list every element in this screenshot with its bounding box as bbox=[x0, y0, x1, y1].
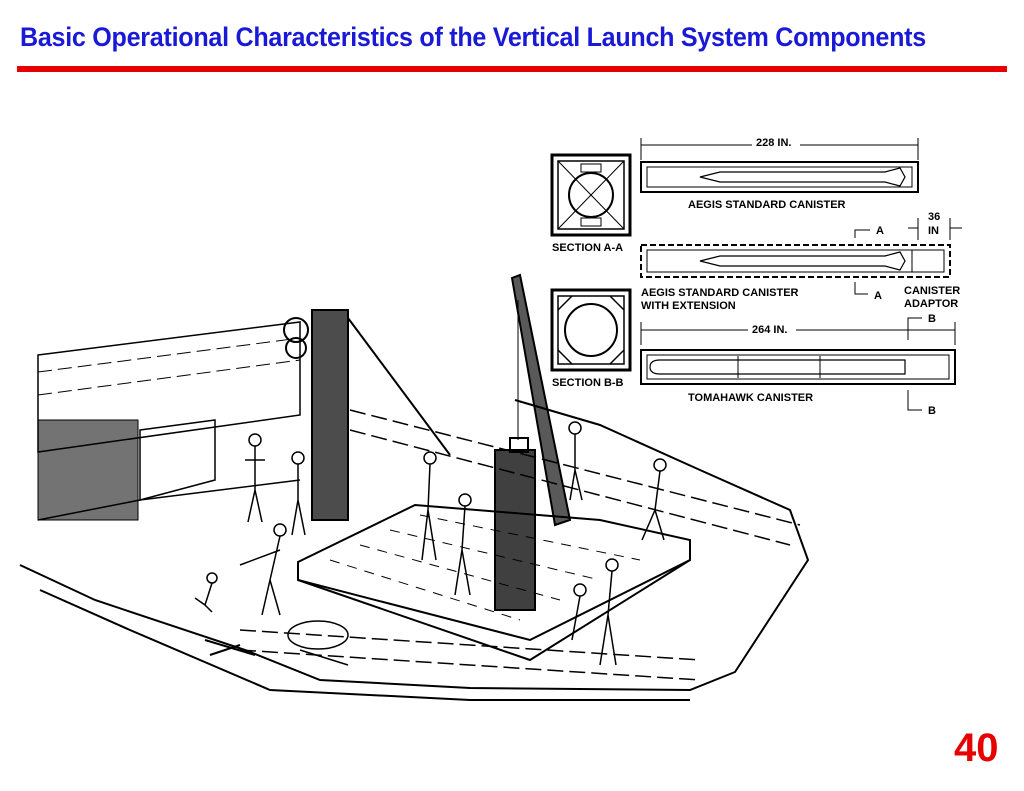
slide-title: Basic Operational Characteristics of the… bbox=[20, 22, 926, 52]
adaptor-label-2: ADAPTOR bbox=[904, 298, 958, 310]
marker-a-bottom: A bbox=[874, 290, 882, 302]
dim-in-label: IN bbox=[928, 225, 939, 237]
section-bb-diagram bbox=[550, 288, 632, 372]
marker-b-bottom: B bbox=[928, 405, 936, 417]
section-aa-label: SECTION A-A bbox=[552, 242, 623, 254]
dim-36-label: 36 bbox=[928, 211, 940, 223]
dim-264-label: 264 IN. bbox=[752, 324, 787, 336]
tomahawk-canister bbox=[640, 349, 956, 385]
aegis-standard-label: AEGIS STANDARD CANISTER bbox=[688, 199, 846, 211]
aegis-standard-canister bbox=[640, 161, 919, 193]
page-number: 40 bbox=[954, 726, 999, 770]
aegis-ext-label-2: WITH EXTENSION bbox=[641, 300, 736, 312]
aegis-extended-canister bbox=[640, 244, 951, 278]
dim-228-label: 228 IN. bbox=[756, 137, 791, 149]
section-aa-diagram bbox=[550, 153, 632, 237]
marker-b-top: B bbox=[928, 313, 936, 325]
aegis-ext-label-1: AEGIS STANDARD CANISTER bbox=[641, 287, 799, 299]
deck-scene bbox=[19, 273, 810, 701]
section-bb-label: SECTION B-B bbox=[552, 377, 624, 389]
tomahawk-label: TOMAHAWK CANISTER bbox=[688, 392, 813, 404]
marker-a-top: A bbox=[876, 225, 884, 237]
title-underline bbox=[17, 66, 1007, 72]
adaptor-label-1: CANISTER bbox=[904, 285, 960, 297]
